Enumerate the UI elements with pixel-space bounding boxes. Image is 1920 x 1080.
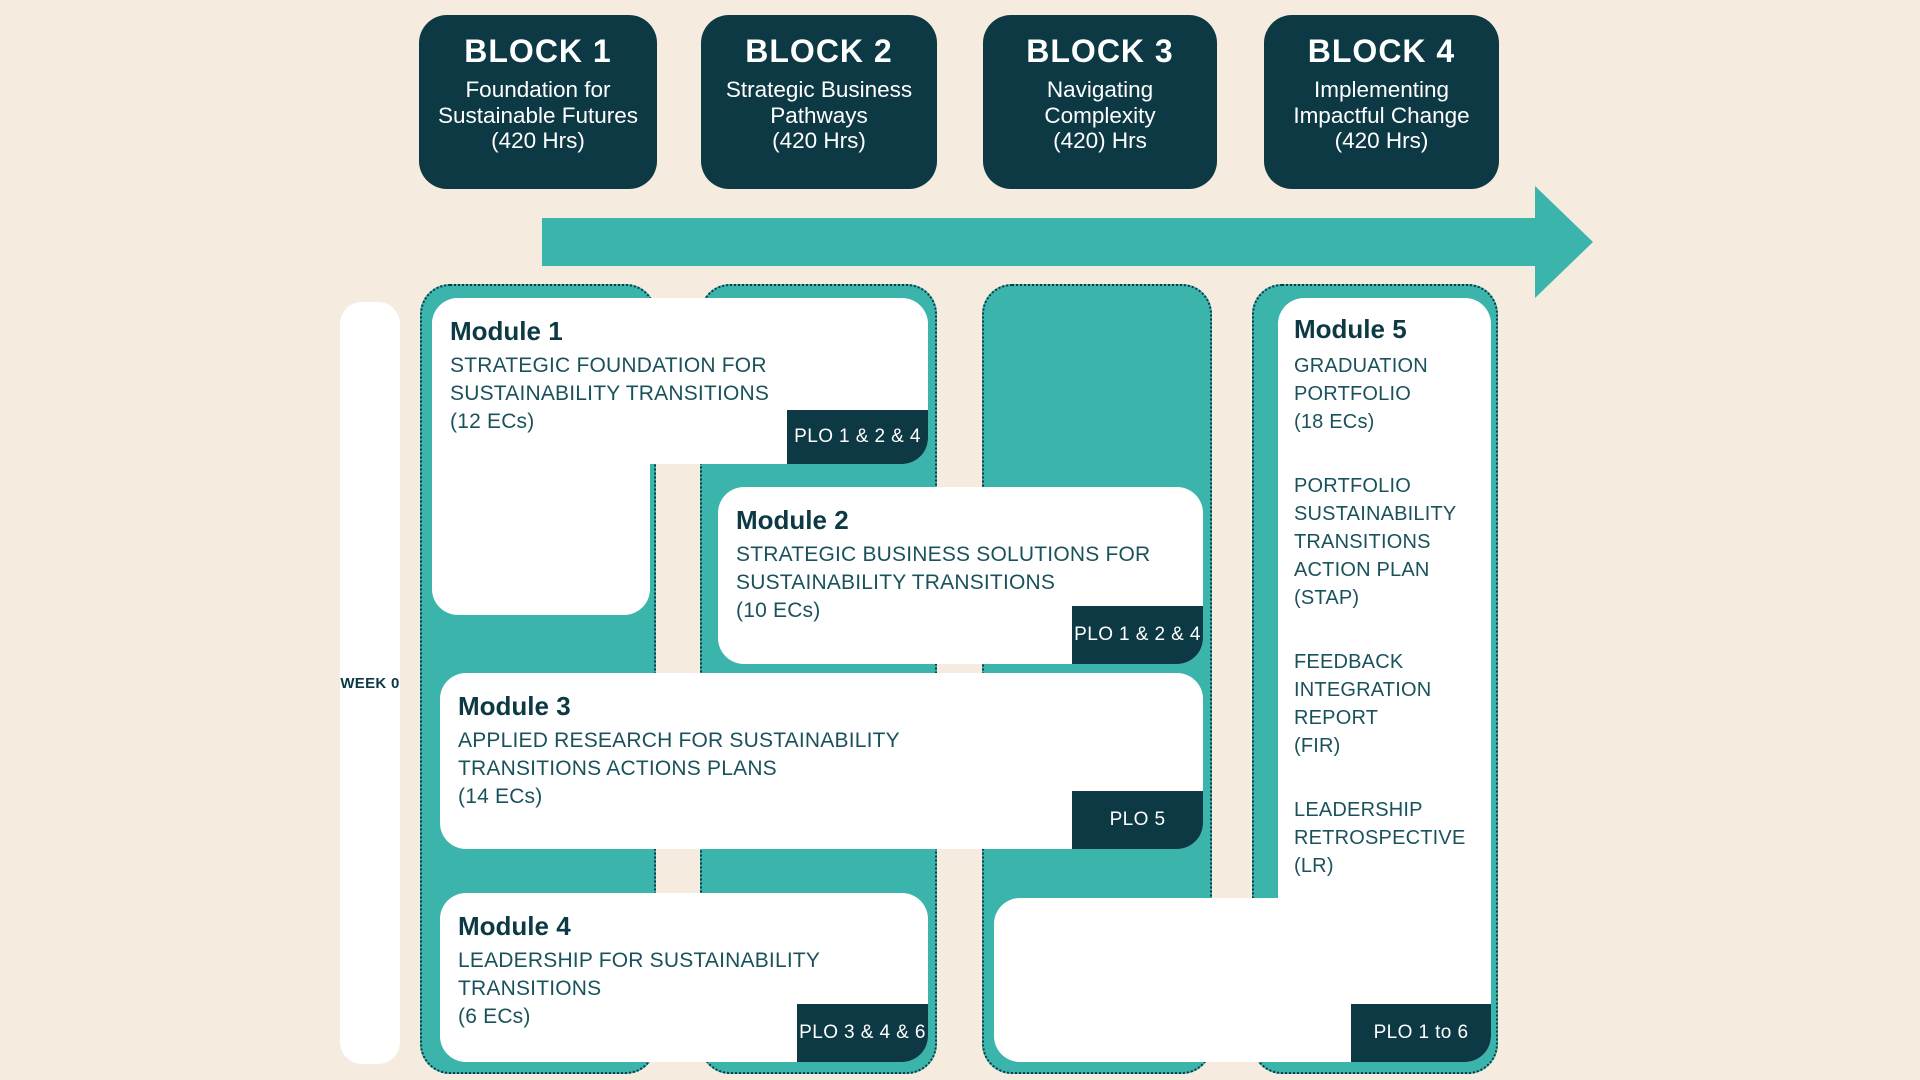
block-4-subtitle: Implementing Impactful Change (420 Hrs) (1264, 77, 1499, 154)
module-5-text-line: INTEGRATION (1294, 679, 1432, 701)
timeline-arrow-head-icon (1535, 186, 1593, 298)
module-5-text-line: ACTION PLAN (1294, 559, 1430, 581)
module-5-text-line: TRANSITIONS (1294, 531, 1431, 553)
module-1-plo-badge: PLO 1 & 2 & 4 (787, 410, 928, 464)
block-4-title: BLOCK 4 (1307, 33, 1456, 69)
module-5-plo-label: PLO 1 to 6 (1373, 1022, 1469, 1043)
block-3-subtitle-line: (420) Hrs (1053, 128, 1147, 153)
module-5-text-line: PORTFOLIO (1294, 475, 1412, 497)
module-5-plo-badge: PLO 1 to 6 (1351, 1004, 1491, 1062)
module-5-text-line: (STAP) (1294, 587, 1360, 609)
module-4-description: LEADERSHIP FOR SUSTAINABILITY TRANSITION… (458, 947, 910, 1031)
module-3-title: Module 3 (458, 691, 571, 721)
week-0-label: WEEK 0 (340, 674, 400, 692)
module-4-description-line: LEADERSHIP FOR SUSTAINABILITY (458, 949, 821, 972)
block-1-subtitle-line: Foundation for (465, 77, 611, 102)
block-1-title: BLOCK 1 (464, 33, 612, 69)
module-5-description: GRADUATION PORTFOLIO (18 ECs) PORTFOLIO … (1294, 352, 1475, 880)
module-2-plo-label: PLO 1 & 2 & 4 (1074, 624, 1201, 645)
module-5-title: Module 5 (1294, 314, 1407, 344)
module-2-description: STRATEGIC BUSINESS SOLUTIONS FOR SUSTAIN… (736, 541, 1185, 625)
block-4-subtitle-line: (420 Hrs) (1334, 128, 1429, 153)
module-5-card: Module 5 GRADUATION PORTFOLIO (18 ECs) P… (1278, 298, 1491, 1062)
module-5-stap: PORTFOLIO SUSTAINABILITY TRANSITIONS ACT… (1294, 472, 1475, 612)
block-3-subtitle-line: Complexity (1044, 102, 1156, 128)
module-3-description-line: TRANSITIONS ACTIONS PLANS (458, 757, 777, 780)
module-1-description-line: SUSTAINABILITY TRANSITIONS (450, 382, 770, 405)
block-2-subtitle-line: Pathways (770, 102, 868, 128)
block-2-title: BLOCK 2 (745, 33, 893, 69)
module-3-plo-label: PLO 5 (1109, 809, 1166, 830)
module-3-description-line: APPLIED RESEARCH FOR SUSTAINABILITY (458, 729, 900, 752)
module-5-text-line: GRADUATION (1294, 355, 1428, 377)
block-3-header: BLOCK 3 Navigating Complexity (420) Hrs (983, 15, 1217, 189)
block-1-header: BLOCK 1 Foundation for Sustainable Futur… (419, 15, 657, 189)
module-4-description-line: TRANSITIONS (458, 977, 602, 1000)
block-1-subtitle: Foundation for Sustainable Futures (420 … (419, 77, 657, 154)
module-4-description-line: (6 ECs) (458, 1005, 531, 1028)
block-3-subtitle-line: Navigating (1046, 77, 1154, 102)
module-2-plo-badge: PLO 1 & 2 & 4 (1072, 606, 1203, 664)
timeline-arrow-body (542, 218, 1537, 266)
module-4-plo-label: PLO 3 & 4 & 6 (799, 1022, 926, 1043)
block-2-subtitle-line: Strategic Business (725, 77, 913, 102)
block-4-header: BLOCK 4 Implementing Impactful Change (4… (1264, 15, 1499, 189)
module-2-description-line: (10 ECs) (736, 599, 821, 622)
module-5-text-line: SUSTAINABILITY (1294, 503, 1457, 525)
module-5-text-line: FEEDBACK (1294, 651, 1404, 673)
module-3-plo-badge: PLO 5 (1072, 791, 1203, 849)
module-2-card: Module 2 STRATEGIC BUSINESS SOLUTIONS FO… (718, 487, 1203, 664)
block-3-subtitle: Navigating Complexity (420) Hrs (983, 77, 1217, 154)
block-1-subtitle-line: (420 Hrs) (491, 128, 585, 153)
block-2-subtitle: Strategic Business Pathways (420 Hrs) (701, 77, 937, 154)
week-0-bar: WEEK 0 (340, 302, 400, 1064)
module-1-description: STRATEGIC FOUNDATION FOR SUSTAINABILITY … (450, 352, 910, 436)
block-2-subtitle-line: (420 Hrs) (772, 128, 866, 153)
module-1-plo-label: PLO 1 & 2 & 4 (794, 426, 921, 447)
module-5-fir: FEEDBACK INTEGRATION REPORT (FIR) (1294, 648, 1475, 760)
block-4-subtitle-line: Impactful Change (1293, 102, 1470, 128)
module-1-title: Module 1 (450, 316, 563, 346)
module-5-text-line: (18 ECs) (1294, 411, 1375, 433)
module-5-text-line: REPORT (1294, 707, 1379, 729)
module-5-text-line: LEADERSHIP (1294, 799, 1423, 821)
module-5-text-line: (LR) (1294, 855, 1334, 877)
module-5-text-line: RETROSPECTIVE (1294, 827, 1466, 849)
module-2-title: Module 2 (736, 505, 849, 535)
module-3-description-line: (14 ECs) (458, 785, 543, 808)
module-5-graduation-portfolio: GRADUATION PORTFOLIO (18 ECs) (1294, 352, 1475, 436)
module-2-description-line: SUSTAINABILITY TRANSITIONS (736, 571, 1056, 594)
block-1-subtitle-line: Sustainable Futures (437, 102, 639, 128)
module-2-description-line: STRATEGIC BUSINESS SOLUTIONS FOR (736, 543, 1151, 566)
module-1-description-line: STRATEGIC FOUNDATION FOR (450, 354, 767, 377)
module-3-description: APPLIED RESEARCH FOR SUSTAINABILITY TRAN… (458, 727, 1185, 811)
block-4-subtitle-line: Implementing (1313, 77, 1450, 102)
module-4-title: Module 4 (458, 911, 571, 941)
block-3-title: BLOCK 3 (1026, 33, 1174, 69)
module-5-text-line: PORTFOLIO (1294, 383, 1412, 405)
block-2-header: BLOCK 2 Strategic Business Pathways (420… (701, 15, 937, 189)
module-1-description-line: (12 ECs) (450, 410, 535, 433)
module-5-text-line: (FIR) (1294, 735, 1341, 757)
module-4-plo-badge: PLO 3 & 4 & 6 (797, 1004, 928, 1062)
module-5-leadership-retrospective: LEADERSHIP RETROSPECTIVE (LR) (1294, 796, 1475, 880)
